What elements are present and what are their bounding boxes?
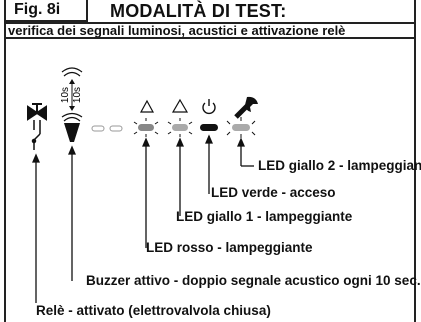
led-red [133,99,159,137]
buzzer-icon [61,67,83,142]
label-led-green: LED verde - acceso [211,185,336,200]
label-relay: Relè - attivato (elettrovalvola chiusa) [36,303,271,318]
label-led-yellow-2: LED giallo 2 - lampeggiante [258,158,421,173]
relay-switch-icon [31,120,41,150]
led-off-1 [91,125,105,132]
timer-label: 10s [60,87,71,103]
led-yellow-1 [167,98,193,137]
label-buzzer: Buzzer attivo - doppio segnale acustico … [86,273,421,288]
wrench-icon [234,96,258,119]
led-yellow-2 [226,117,256,138]
leader-lines [32,134,254,303]
page-subtitle: verifica dei segnali luminosi, acustici … [4,22,416,39]
led-off-2 [109,125,123,132]
timer-label-2: 10s [72,87,83,103]
figure-frame [4,0,416,322]
label-led-yellow-1: LED giallo 1 - lampeggiante [176,209,353,224]
power-icon [202,99,216,115]
figure-label: Fig. 8i [6,0,88,22]
page-title: MODALITÀ DI TEST: [110,1,287,21]
valve-icon [27,103,47,121]
label-led-red: LED rosso - lampeggiante [146,240,313,255]
led-green [200,124,218,131]
